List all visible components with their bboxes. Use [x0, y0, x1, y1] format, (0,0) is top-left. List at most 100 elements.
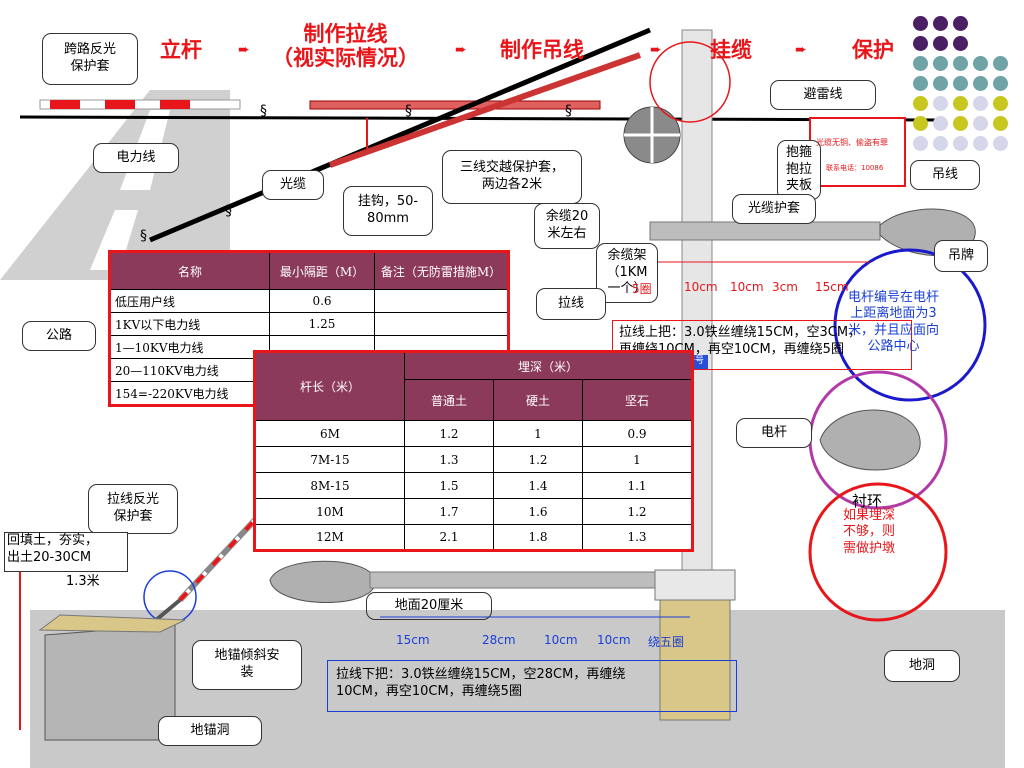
pole-number-note: 电杆编号在电杆 上距离地面为3 米，并且应面向 公路中心: [848, 290, 940, 354]
decorative-dot: [913, 76, 928, 91]
clearance-header: 最小隔距（M）: [269, 251, 375, 290]
depth-cell: 1.2: [404, 420, 494, 447]
arrow-icon: ➨: [238, 42, 250, 58]
svg-text:§: §: [405, 103, 412, 119]
depth-cell: 7M-15: [254, 446, 405, 473]
decorative-dot: [933, 56, 948, 71]
decorative-dot: [993, 96, 1008, 111]
pole-shape: [681, 29, 713, 661]
bottom-wrap-shape: [369, 571, 681, 589]
svg-text:§: §: [260, 103, 267, 119]
road-stripe: [90, 210, 138, 270]
guy-bottom-note: 拉线下把：3.0铁丝缠绕15CM，空28CM，再缠绕 10CM，再空10CM，再…: [327, 660, 737, 712]
table-row: 8M-15 1.5 1.4 1.1: [254, 472, 693, 499]
label-anchor-tilt: 地锚倾斜安 装: [192, 640, 302, 690]
note-circle-blue: [833, 248, 987, 402]
arrow-icon: ➨: [455, 42, 467, 58]
decorative-dot: [913, 136, 928, 151]
table-row: 低压用户线 0.6: [109, 289, 509, 313]
label-thimble: 衬环: [852, 492, 883, 510]
decorative-dot: [933, 96, 948, 111]
anchor-hole-shape: [44, 624, 176, 741]
label-hug-hoop: 抱箍 抱拉 夹板: [777, 140, 821, 200]
label-anchor-hole: 地锚洞: [158, 716, 262, 746]
depth-header-soil: 硬土: [493, 379, 583, 421]
label-backfill: 回填土，夯实， 出土20-30CM: [4, 532, 128, 572]
decorative-dot: [993, 136, 1008, 151]
label-triple-cross-sleeve: 三线交越保护套， 两边各2米: [442, 150, 582, 204]
clearance-cell: 0.6: [269, 289, 375, 313]
label-road: 公路: [22, 321, 96, 351]
messenger-line: [19, 115, 941, 122]
clearance-cell: 1.25: [269, 312, 375, 336]
depth-cell: 1.4: [493, 472, 583, 499]
decorative-dot: [933, 76, 948, 91]
depth-cell: 1.5: [404, 472, 494, 499]
decorative-dot: [953, 76, 968, 91]
bottom-measure: 绕五圈: [648, 635, 685, 649]
depth-cell: 1.3: [582, 524, 693, 551]
decorative-dot: [913, 116, 928, 131]
cross-road-sleeve-shape: [39, 99, 241, 110]
decorative-dot: [933, 16, 948, 31]
svg-text:§: §: [225, 203, 232, 219]
decorative-dot: [953, 16, 968, 31]
depth-cell: 10M: [254, 498, 405, 525]
depth-cell: 1.2: [493, 446, 583, 473]
decorative-dot: [953, 136, 968, 151]
clearance-header: 名称: [109, 251, 270, 290]
label-ground-20cm: 地面20厘米: [366, 592, 492, 620]
decorative-dot: [953, 36, 968, 51]
label-pole: 电杆: [736, 418, 812, 448]
label-earth-hole: 地洞: [884, 650, 960, 682]
sleeve-stripe: [50, 100, 80, 109]
depth-header-depth: 埋深（米）: [404, 351, 693, 380]
decorative-dot: [933, 116, 948, 131]
highlight-circle: [649, 41, 731, 123]
label-messenger: 吊线: [910, 160, 980, 190]
label-cross-road-sleeve: 跨路反光 保护套: [42, 33, 138, 85]
step-guy-sub: （视实际情况）: [272, 46, 419, 71]
note-circle-red: [808, 482, 948, 622]
decorative-dot: [973, 56, 988, 71]
svg-text:§: §: [140, 228, 147, 244]
table-row: 7M-15 1.3 1.2 1: [254, 446, 693, 473]
decorative-dot: [973, 96, 988, 111]
depth-header-soil: 普通土: [404, 379, 494, 421]
table-row: 6M 1.2 1 0.9: [254, 420, 693, 447]
bottom-measure: 10cm: [544, 633, 578, 647]
tag-phone: 联系电话：10086: [826, 164, 884, 172]
tag-text: 光缆无铜、偷盗有罪: [816, 138, 888, 147]
decorative-dot: [993, 56, 1008, 71]
sleeve-stripe: [160, 100, 190, 109]
decorative-dot: [953, 56, 968, 71]
depth-cell: 1.7: [404, 498, 494, 525]
tag-shape: [809, 117, 906, 187]
decorative-dot: [953, 116, 968, 131]
step-guy-title: 制作拉线: [303, 22, 388, 46]
decorative-dot: [913, 36, 928, 51]
decorative-dot: [913, 96, 928, 111]
top-measure: 15cm: [815, 280, 849, 294]
decorative-dot: [973, 76, 988, 91]
step-guy: 制作拉线 （视实际情况）: [272, 22, 419, 70]
depth-cell: 12M: [254, 524, 405, 551]
sleeve-stripe: [105, 100, 135, 109]
decorative-dot: [993, 116, 1008, 131]
svg-text:§: §: [565, 103, 572, 119]
clearance-cell: 低压用户线: [109, 289, 270, 313]
table-row: 12M 2.1 1.8 1.3: [254, 524, 693, 551]
depth-cell: 0.9: [582, 420, 693, 447]
depth-cell: 2.1: [404, 524, 494, 551]
top-measure: 10cm: [730, 280, 764, 294]
depth-cell: 1.2: [582, 498, 693, 525]
decorative-dot: [953, 96, 968, 111]
clearance-cell: [374, 289, 509, 313]
top-measure: 5圈: [632, 282, 652, 296]
clearance-cell: 1KV以下电力线: [109, 312, 270, 336]
table-row: 1—10KV电力线: [109, 335, 509, 359]
step-pole: 立杆: [160, 38, 202, 62]
decorative-dot: [993, 76, 1008, 91]
arrow-icon: ➨: [650, 42, 662, 58]
